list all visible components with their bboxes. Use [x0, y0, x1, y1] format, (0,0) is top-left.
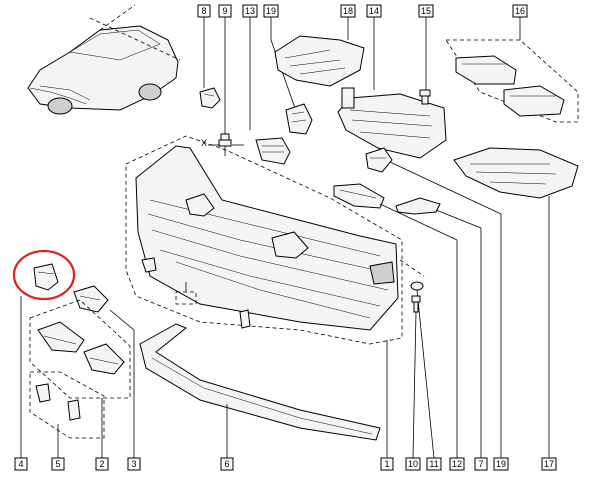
svg-text:5: 5: [55, 459, 60, 469]
callout-4: 4: [14, 457, 28, 471]
part-18-undertray: [274, 35, 365, 87]
part-15-screw: [419, 89, 431, 105]
svg-text:19: 19: [266, 6, 276, 16]
part-11-nut: [410, 281, 435, 459]
part-5-group: [29, 371, 105, 439]
part-3-clip: [73, 285, 109, 313]
x-marker: X: [201, 138, 207, 148]
svg-text:12: 12: [452, 459, 462, 469]
part-19-top-bracket: [285, 103, 313, 135]
callout-5: 5: [51, 457, 65, 471]
callout-15: 15: [418, 4, 434, 18]
svg-text:13: 13: [245, 6, 255, 16]
highlight-circle: [12, 249, 76, 301]
bumper-clip-left: [141, 257, 157, 273]
bumper-clip-bottom: [239, 309, 251, 329]
callout-3: 3: [127, 457, 141, 471]
part-1-bumper: [135, 145, 399, 331]
svg-text:1: 1: [384, 459, 389, 469]
svg-text:18: 18: [343, 6, 353, 16]
svg-text:3: 3: [131, 459, 136, 469]
callout-18: 18: [340, 4, 356, 18]
svg-text:4: 4: [18, 459, 23, 469]
svg-text:19: 19: [496, 459, 506, 469]
callout-7: 7: [474, 457, 488, 471]
bumper-envelope: [125, 135, 403, 345]
callout-13: 13: [242, 4, 258, 18]
svg-text:17: 17: [544, 459, 554, 469]
callout-16: 16: [512, 4, 528, 18]
svg-text:8: 8: [201, 6, 206, 16]
svg-text:14: 14: [369, 6, 379, 16]
svg-text:2: 2: [99, 459, 104, 469]
callout-12: 12: [449, 457, 465, 471]
part-4-clip: [33, 263, 59, 291]
svg-text:11: 11: [429, 459, 438, 469]
callout-9: 9: [218, 4, 232, 18]
part-6-spoiler: [139, 323, 381, 441]
callout-19-bottom: 19: [493, 457, 509, 471]
callout-6: 6: [220, 457, 234, 471]
svg-text:9: 9: [222, 6, 227, 16]
part-10-screw: [411, 295, 421, 459]
part-9-bolt: X: [201, 133, 244, 156]
callout-8: 8: [197, 4, 211, 18]
svg-text:16: 16: [515, 6, 525, 16]
part-12-guide: [333, 183, 385, 209]
part-16-guides: [445, 39, 579, 123]
bumper-clip-center: [175, 282, 197, 305]
callout-17: 17: [541, 457, 557, 471]
svg-text:10: 10: [408, 459, 418, 469]
part-8-bracket: [199, 87, 221, 109]
part-2-group: [29, 299, 131, 399]
callout-2: 2: [95, 457, 109, 471]
callout-10: 10: [405, 457, 421, 471]
svg-text:6: 6: [224, 459, 229, 469]
part-13-bracket: [255, 137, 291, 165]
part-7-bracket: [395, 197, 441, 215]
svg-text:15: 15: [421, 6, 431, 16]
part-14-undertray: [337, 87, 447, 159]
part-19-bottom-plate: [365, 147, 393, 173]
callout-14: 14: [366, 4, 382, 18]
callout-11: 11: [426, 457, 442, 471]
callout-1: 1: [380, 457, 394, 471]
car-illustration: [27, 4, 181, 115]
svg-text:7: 7: [478, 459, 483, 469]
callout-19-top: 19: [263, 4, 279, 18]
part-17-undertray: [453, 147, 579, 199]
